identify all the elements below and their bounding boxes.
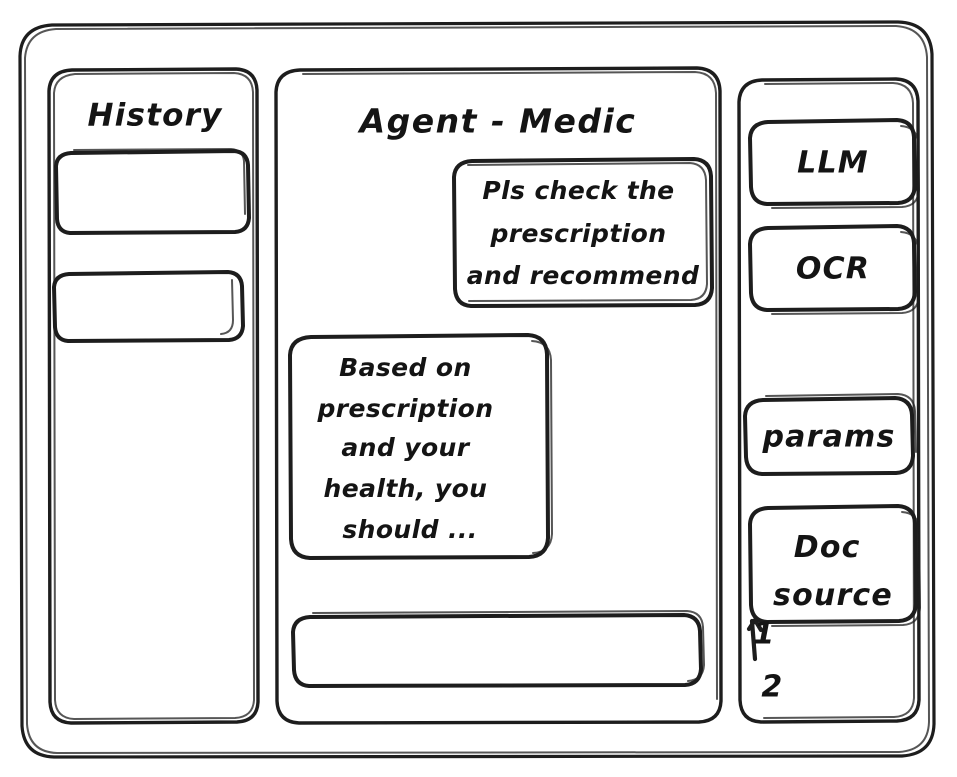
main-panel: Agent - Medic Pls check the prescription… [274, 66, 723, 725]
tool-button-ocr[interactable]: OCR [748, 224, 922, 316]
message-bubble-assistant: Based on prescription and your health, y… [288, 333, 553, 560]
doc-source-item-2[interactable]: 2 [744, 662, 814, 716]
history-item-2[interactable] [52, 270, 246, 344]
tool-button-params[interactable]: params [743, 392, 919, 478]
message-assistant-text: Based on prescription and your health, y… [316, 353, 502, 544]
history-sidebar: History [47, 67, 260, 725]
message-bubble-user: Pls check the prescription and recommend [452, 157, 714, 308]
doc-source-item-1[interactable]: 1 [744, 612, 814, 666]
history-item-1[interactable] [54, 148, 252, 236]
doc-source-box[interactable]: Doc source [748, 504, 922, 628]
message-input[interactable] [291, 610, 706, 688]
agent-title: Agent - Medic [357, 102, 637, 141]
tools-sidebar: LLM OCR params Doc source [737, 77, 922, 724]
tool-button-llm[interactable]: LLM [748, 118, 922, 210]
history-title: History [87, 98, 223, 134]
message-user-text: Pls check the prescription and recommend [467, 176, 700, 290]
